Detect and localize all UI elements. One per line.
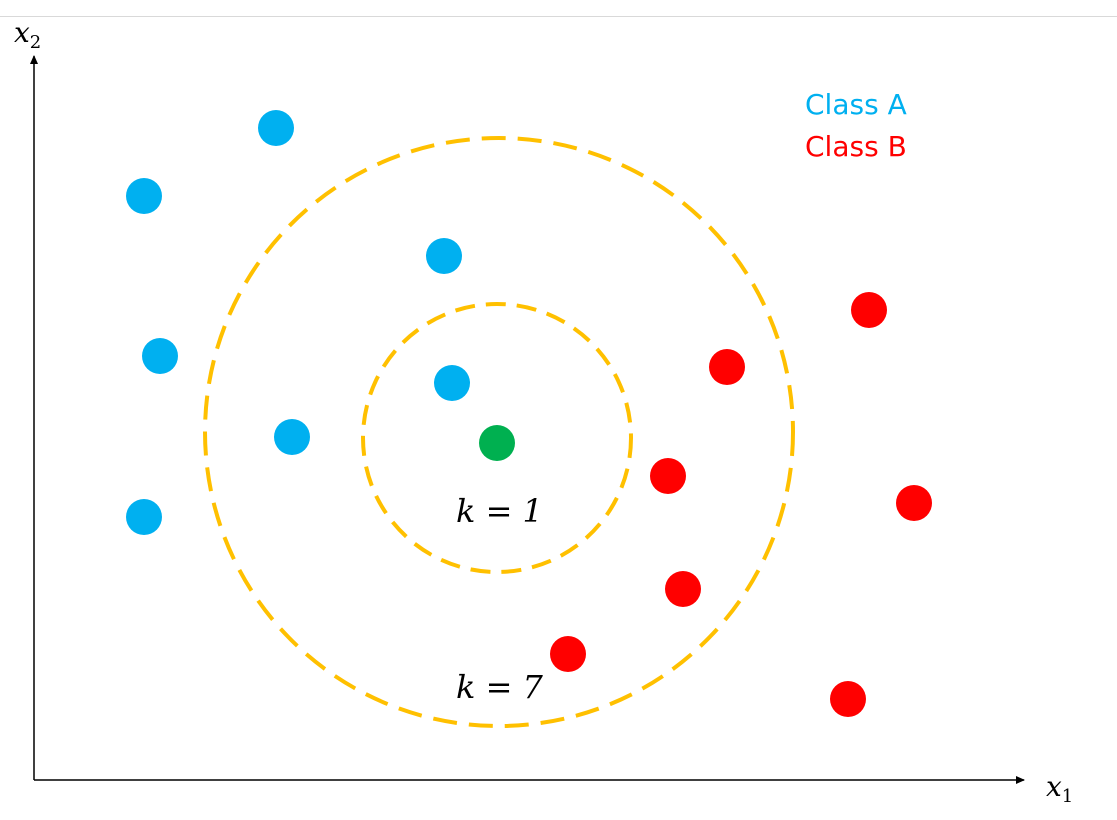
class-a-point xyxy=(126,178,162,214)
x-axis-label-sub: 1 xyxy=(1062,786,1073,807)
class-b-point xyxy=(830,681,866,717)
class-a-point xyxy=(434,365,470,401)
class-a-point xyxy=(258,110,294,146)
outer-ring-k7 xyxy=(203,136,795,728)
class-a-point xyxy=(426,238,462,274)
class-a-point xyxy=(142,338,178,374)
x-axis-label: x1 xyxy=(1046,770,1073,807)
y-axis-label-var: x xyxy=(14,16,30,49)
class-b-point xyxy=(665,571,701,607)
class-b-point xyxy=(650,458,686,494)
class-a-point xyxy=(274,419,310,455)
class-b-point xyxy=(851,292,887,328)
class-a-point xyxy=(126,499,162,535)
outer-ring-label: k = 7 xyxy=(456,668,544,706)
legend-class-a: Class A xyxy=(805,88,907,121)
inner-ring-label: k = 1 xyxy=(456,492,543,530)
x-axis-label-var: x xyxy=(1046,770,1062,803)
top-border xyxy=(0,16,1117,17)
query-point xyxy=(479,425,515,461)
class-b-point xyxy=(550,636,586,672)
legend-class-b: Class B xyxy=(805,130,907,163)
y-axis-label-sub: 2 xyxy=(30,32,41,53)
class-b-point xyxy=(709,349,745,385)
inner-ring-k1 xyxy=(361,302,633,574)
y-axis-label: x2 xyxy=(14,16,41,53)
class-b-point xyxy=(896,485,932,521)
